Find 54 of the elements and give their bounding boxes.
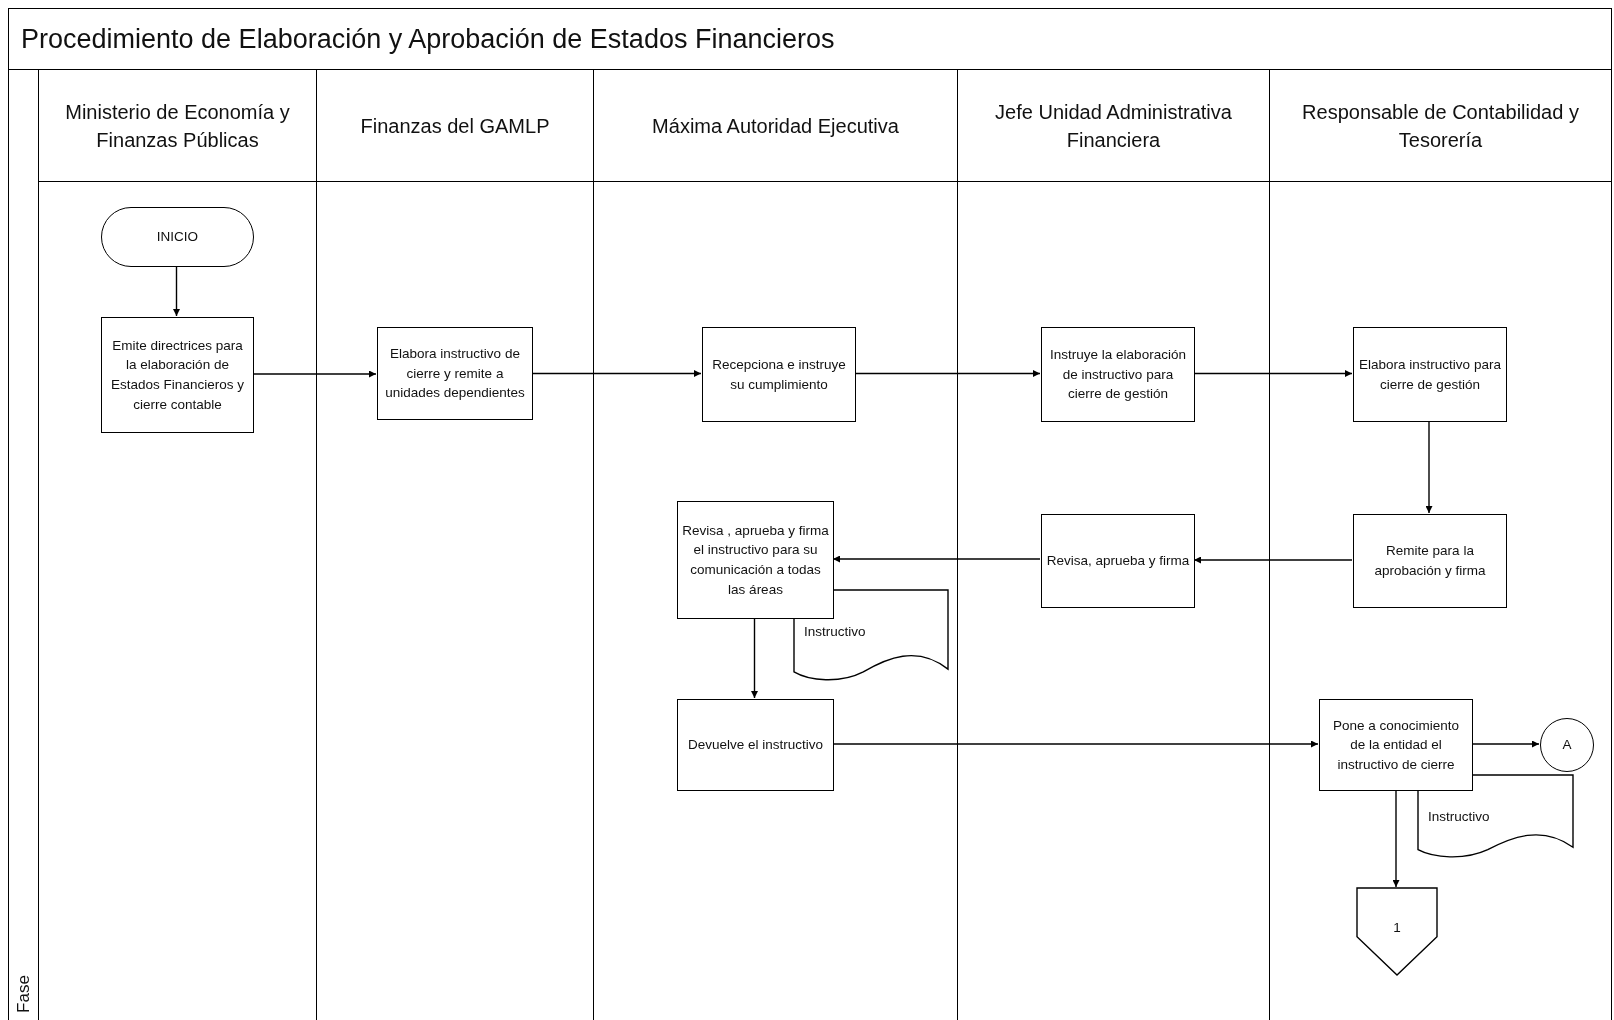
step-text: Elabora instructivo para cierre de gestión <box>1358 355 1502 394</box>
diagram-title: Procedimiento de Elaboración y Aprobación de Estados Financieros <box>21 23 835 55</box>
step-text: Elabora instructivo de cierre y remite a unidades dependientes <box>384 345 526 403</box>
process-box <box>1353 514 1507 608</box>
arrow <box>252 370 377 378</box>
connector-circle <box>1540 718 1594 772</box>
step-text: Pone a conocimiento de la entidad el instructivo de cierre <box>1331 716 1461 774</box>
arrow <box>1471 740 1540 748</box>
document-label: Instructivo <box>804 623 866 641</box>
lane-header: Responsable de Contabilidad y Tesorería <box>1301 99 1580 153</box>
process-box <box>1353 327 1507 422</box>
process-box <box>1041 327 1195 422</box>
off-page-connector <box>1357 888 1437 975</box>
process-box <box>377 327 533 420</box>
arrow <box>832 740 1319 748</box>
step-text: Instruye la elaboración de instructivo para cierre de gestión <box>1049 346 1187 404</box>
arrow <box>173 265 180 317</box>
arrow <box>1193 556 1353 564</box>
arrow <box>1193 370 1353 377</box>
arrow <box>832 555 1041 563</box>
process-box <box>702 327 856 422</box>
start-terminator <box>101 207 254 267</box>
swimlane <box>593 69 957 1020</box>
swimlane <box>1269 69 1612 1020</box>
swimlane <box>957 69 1269 1020</box>
arrow <box>531 370 702 377</box>
document-shape <box>1418 775 1573 858</box>
arrow <box>1392 789 1400 888</box>
step-text: Devuelve el instructivo <box>687 736 824 755</box>
step-text: A <box>1562 736 1572 755</box>
lane-header: Jefe Unidad Administrativa Financiera <box>994 99 1233 153</box>
arrow <box>1425 420 1433 514</box>
document-label: Instructivo <box>1428 808 1490 826</box>
phase-label: Fase <box>14 975 34 1013</box>
step-text: Emite directrices para la elaboración de Estados Financieros y cierre contable <box>110 336 245 414</box>
process-box <box>677 699 834 791</box>
process-box <box>1041 514 1195 608</box>
arrow <box>751 617 758 699</box>
process-box <box>1319 699 1473 791</box>
step-text: Remite para la aprobación y firma <box>1373 542 1487 580</box>
arrow <box>854 370 1041 377</box>
lane-header: Máxima Autoridad Ejecutiva <box>652 113 899 139</box>
document-shape <box>794 590 948 681</box>
lane-header: Ministerio de Economía y Finanzas Públicas <box>64 99 291 153</box>
swimlane <box>316 69 593 1020</box>
swimlane <box>38 69 316 1020</box>
process-box <box>677 501 834 619</box>
step-text: Revisa, aprueba y firma <box>1046 552 1190 571</box>
step-text: 1 <box>1393 919 1401 937</box>
step-text: INICIO <box>156 228 199 247</box>
process-box <box>101 317 254 433</box>
lane-header: Finanzas del GAMLP <box>360 113 550 139</box>
step-text: Revisa , aprueba y firma el instructivo para su comunicación a todas las áreas <box>682 521 829 599</box>
step-text: Recepciona e instruye su cumplimiento <box>711 355 847 394</box>
